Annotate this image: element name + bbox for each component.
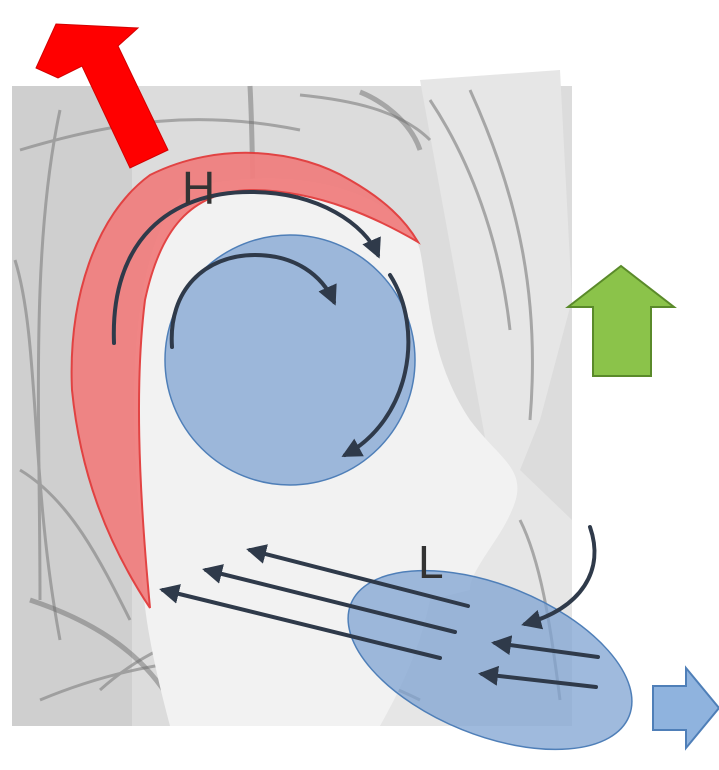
arrow-up-icon bbox=[568, 266, 674, 376]
high-pressure-label: H bbox=[182, 162, 215, 214]
low-pressure-label: L bbox=[418, 536, 444, 588]
arrow-right-icon bbox=[653, 668, 719, 748]
